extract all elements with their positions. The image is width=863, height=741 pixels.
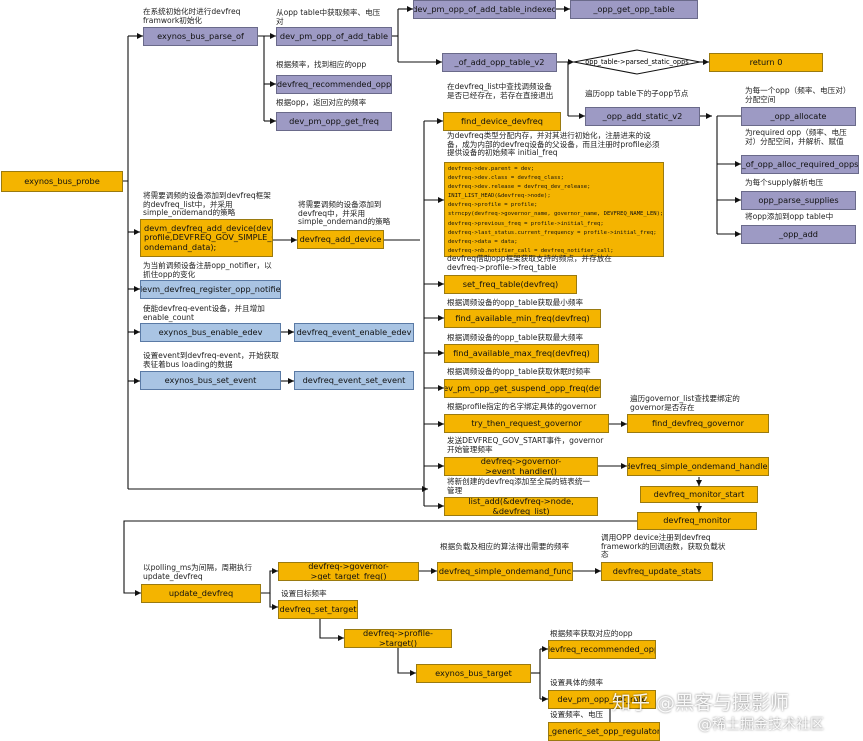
node-exynos-bus-set-event: exynos_bus_set_event (140, 371, 281, 390)
node-generic-set-opp-regulator: _generic_set_opp_regulator (548, 722, 660, 741)
note-recommended2: 根据频率获取对应的opp (550, 629, 633, 638)
node-simple-ondemand-func: devfreq_simple_ondemand_func (437, 562, 573, 581)
watermark-juejin: @稀土掘金技术社区 (698, 717, 824, 733)
node-opp-get-table: _opp_get_opp_table (570, 0, 698, 19)
code-line: devfreq->previous_freq = profile->initia… (448, 220, 604, 227)
node-find-max-freq: find_available_max_freq(devfreq) (444, 344, 599, 363)
note-parse-of: 在系统初始化时进行devfreq framwork初始化 (143, 7, 241, 25)
note-enable-edev: 使能devfreq-event设备，并且增加enable_count (143, 304, 265, 322)
note-generic: 设置频率、电压 (550, 710, 604, 719)
note-ondemand: 根据负载及相应的算法得出需要的频率 (440, 542, 570, 551)
note-find-device: 在devfreq_list中查找调频设备是否已经存在，若存在直接退出 (447, 82, 554, 100)
node-exynos-bus-enable-edev: exynos_bus_enable_edev (140, 323, 281, 342)
node-opp-set-rate: dev_pm_opp_set_rate (548, 690, 656, 709)
note-recommended: 根据频率，找到相应的opp (276, 60, 367, 69)
node-opp-get-freq: dev_pm_opp_get_freq (276, 112, 392, 131)
node-list-add: list_add(&devfreq->node, &devfreq_list) (444, 497, 598, 516)
node-find-device-devfreq: find_device_devfreq (443, 112, 561, 131)
node-suspend-opp-freq: dev_pm_opp_get_suspend_opp_freq(dev) (444, 379, 601, 398)
code-line: devfreq->last_status.current_frequency =… (448, 229, 657, 236)
node-return-0: return 0 (709, 53, 823, 72)
code-line: INIT_LIST_HEAD(&devfreq->node); (448, 193, 551, 200)
code-line: devfreq->nb.notifier_call = devfreq_noti… (448, 247, 614, 254)
node-exynos-bus-parse-of: exynos_bus_parse_of (143, 27, 258, 46)
note-set-freq-table: devfreq借助opp框架获取支持的频点，并存放在devfreq->profi… (447, 254, 612, 272)
node-event-set-event: devfreq_event_set_event (294, 371, 414, 390)
node-opp-parse-supplies: opp_parse_supplies (741, 191, 856, 210)
note-event-handler: 发送DEVFREQ_GOV_START事件，governor开始管理频率 (447, 436, 604, 454)
note-list-add: 将新创建的devfreq添加至全局的链表统一管理 (447, 477, 591, 495)
node-exynos-bus-target: exynos_bus_target (416, 664, 531, 683)
decision-parsed-static-opps: opp_table->parsed_static_opps (585, 58, 689, 66)
code-line: devfreq->data = data; (448, 238, 518, 245)
node-opp-add-static-v2: _opp_add_static_v2 (585, 107, 700, 126)
node-update-devfreq: update_devfreq (141, 584, 261, 603)
node-opp-allocate: _opp_allocate (741, 107, 856, 126)
note-add-table: 从opp table中获取频率、电压对 (276, 8, 381, 26)
note-find-governor: 遍历governor_list查找要绑定的governor是否存在 (630, 394, 740, 412)
note-alloc-required: 为required opp（频率、电压对）分配空间，并解析、赋值 (745, 128, 847, 146)
node-recommended-opp-2: devfreq_recommended_opp (548, 640, 656, 659)
code-devfreq-init: devfreq->dev.parent = dev; devfreq->dev.… (444, 162, 664, 257)
node-update-stats: devfreq_update_stats (601, 562, 713, 581)
note-find-min: 根据调频设备的opp_table获取最小频率 (447, 298, 584, 307)
note-update: 以polling_ms为间隔，周期执行update_devfreq (143, 563, 252, 581)
node-add-table-indexed: dev_pm_opp_of_add_table_indexed (413, 0, 556, 19)
node-simple-ondemand-handler: devfreq_simple_ondemand_handler (627, 457, 769, 476)
node-of-add-table-v2: _of_add_opp_table_v2 (442, 53, 557, 72)
note-set-opp: 设置具体的频率 (550, 678, 604, 687)
node-event-handler: devfreq->governor->event_handler() (444, 457, 598, 476)
node-find-devfreq-governor: find_devfreq_governor (627, 414, 769, 433)
note-allocate: 为每一个opp（频率、电压对）分配空间 (745, 86, 851, 104)
note-set-event: 设置event到devfreq-event，开始获取表征着bus loading… (143, 351, 279, 369)
node-set-freq-table: set_freq_table(devfreq) (444, 275, 577, 294)
code-line: devfreq->profile = profile; (448, 202, 538, 209)
node-alloc-required-opps: _of_opp_alloc_required_opps (741, 155, 859, 174)
node-devfreq-monitor: devfreq_monitor (637, 512, 757, 530)
note-try-governor: 根据profile指定的名字绑定具体的governor (447, 402, 597, 411)
code-line: devfreq->dev.class = devfreq_class; (448, 175, 564, 182)
note-init: 为devfreq类型分配内存，并对其进行初始化，注册进来的设备，成为内部的dev… (447, 131, 660, 158)
node-profile-target: devfreq->profile->target() (344, 629, 452, 648)
node-find-min-freq: find_available_min_freq(devfreq) (444, 309, 601, 328)
code-line: devfreq->dev.parent = dev; (448, 166, 535, 172)
node-try-request-governor: try_then_request_governor (444, 414, 609, 433)
note-find-max: 根据调频设备的opp_table获取最大频率 (447, 333, 584, 342)
node-set-target: devfreq_set_target (278, 600, 358, 619)
node-register-opp-notifier: devm_devfreq_register_opp_notifier (140, 280, 281, 299)
note-set-target: 设置目标频率 (281, 589, 327, 598)
node-devfreq-add-device: devfreq_add_device (297, 230, 384, 249)
node-get-target-freq: devfreq->governor->get_target_freq() (278, 562, 419, 581)
note-add-static: 遍历opp table下的子opp节点 (585, 89, 689, 98)
node-recommended-opp: devfreq_recommended_opp (276, 75, 392, 94)
node-monitor-start: devfreq_monitor_start (640, 486, 758, 503)
note-devm-add: 将需要调频的设备添加到devfreq框架的devfreq_list中，并采用si… (143, 191, 271, 218)
node-exynos-bus-probe: exynos_bus_probe (1, 171, 123, 192)
note-supplies: 为每个supply解析电压 (745, 178, 824, 187)
node-event-enable-edev: devfreq_event_enable_edev (294, 323, 414, 342)
note-suspend: 根据调频设备的opp_table获取休眠时频率 (447, 367, 591, 376)
note-opp-add: 将opp添加到opp table中 (745, 212, 834, 221)
node-add-table: dev_pm_opp_of_add_table (276, 27, 392, 46)
code-line: strncpy(devfreq->governor_name, governor… (448, 211, 664, 218)
watermark-zhihu: 知乎 @黑客与摄影师 (612, 692, 790, 714)
note-add-device: 将需要调频的设备添加到devfreq中，并采用simple_ondemand的策… (298, 200, 391, 227)
note-get-freq: 根据opp，返回对应的频率 (276, 98, 367, 107)
node-devm-add-device: devm_devfreq_add_device(dev, profile,DEV… (140, 219, 273, 257)
note-register-notifier: 为当前调频设备注册opp_notifier，以抓住opp的变化 (143, 261, 272, 279)
node-opp-add: _opp_add (741, 225, 856, 244)
code-line: devfreq->dev.release = devfreq_dev_relea… (448, 184, 591, 191)
note-monitor: 调用OPP device注册到devfreq framework的回调函数，获取… (601, 533, 726, 560)
